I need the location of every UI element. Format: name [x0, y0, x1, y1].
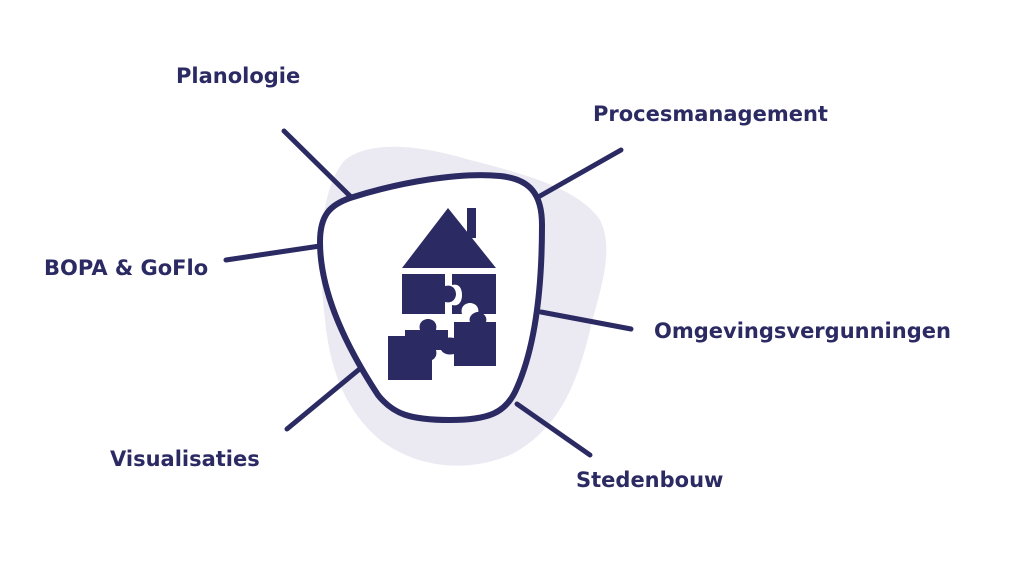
- label-stedenbouw: Stedenbouw: [576, 468, 724, 492]
- label-bopa-goflo: BOPA & GoFlo: [44, 256, 209, 280]
- label-visualisaties: Visualisaties: [110, 447, 260, 471]
- label-planologie: Planologie: [176, 64, 301, 88]
- label-procesmanagement: Procesmanagement: [593, 102, 828, 126]
- connector-bopa: [223, 243, 323, 263]
- connector-planologie: [281, 128, 353, 199]
- house-puzzle-icon: [388, 208, 496, 380]
- connector-stedenbouw: [514, 401, 593, 458]
- label-omgevingsvergunningen: Omgevingsvergunningen: [654, 319, 951, 343]
- connector-procesmanagement: [537, 147, 624, 199]
- connector-visualisaties: [284, 364, 365, 432]
- connector-omgevingsvergunningen: [538, 309, 634, 332]
